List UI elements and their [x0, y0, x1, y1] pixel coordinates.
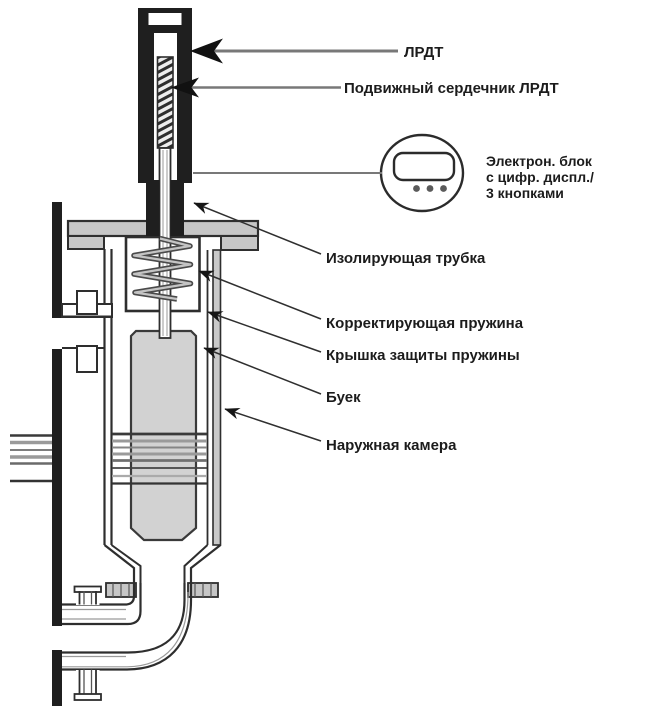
label-electronic-line2: с цифр. диспл./ [486, 169, 594, 185]
lvdt-arrowhead [190, 38, 223, 64]
button-2 [426, 185, 434, 192]
support-bracket-lower [62, 345, 104, 373]
label-displacer: Буек [326, 389, 361, 406]
spring-cover-leader [207, 311, 322, 353]
electronic-block [379, 133, 465, 213]
outer-chamber-leader [224, 407, 322, 442]
insulating-tube-leader [193, 202, 322, 255]
button-1 [413, 185, 420, 192]
label-insulating-tube: Изолирующая трубка [326, 250, 486, 267]
leader-lines [171, 38, 398, 442]
mounting-wall-bars [52, 202, 62, 706]
label-electronic-line3: 3 кнопками [486, 185, 564, 201]
liquid-level-lines [112, 432, 207, 485]
digital-display [392, 151, 456, 182]
label-electronic-line1: Электрон. блок [486, 153, 593, 169]
support-bracket-upper [61, 290, 113, 318]
label-spring-cover: Крышка защиты пружины [326, 347, 520, 364]
lvdt-neck [146, 180, 184, 236]
bottom-flanges [105, 582, 219, 598]
lvdt-top-slot [148, 13, 182, 25]
button-3 [440, 185, 447, 192]
outer-chamber [103, 249, 222, 583]
labels: ЛРДТ Подвижный сердечник ЛРДТ Электрон. … [326, 44, 594, 454]
displacer-body [129, 329, 198, 542]
correcting-spring [131, 235, 194, 302]
side-pipe-lines [10, 434, 52, 483]
label-correcting-spring: Корректирующая пружина [326, 315, 524, 332]
lvdt-movable-core [156, 56, 174, 149]
label-outer-chamber: Наружная камера [326, 437, 457, 454]
displacer-leader [203, 347, 322, 395]
label-lvdt: ЛРДТ [404, 44, 443, 61]
core-arrowhead [171, 77, 199, 98]
drain-piping [62, 583, 193, 701]
label-movable-core: Подвижный сердечник ЛРДТ [344, 80, 559, 97]
correcting-spring-leader [198, 270, 322, 320]
